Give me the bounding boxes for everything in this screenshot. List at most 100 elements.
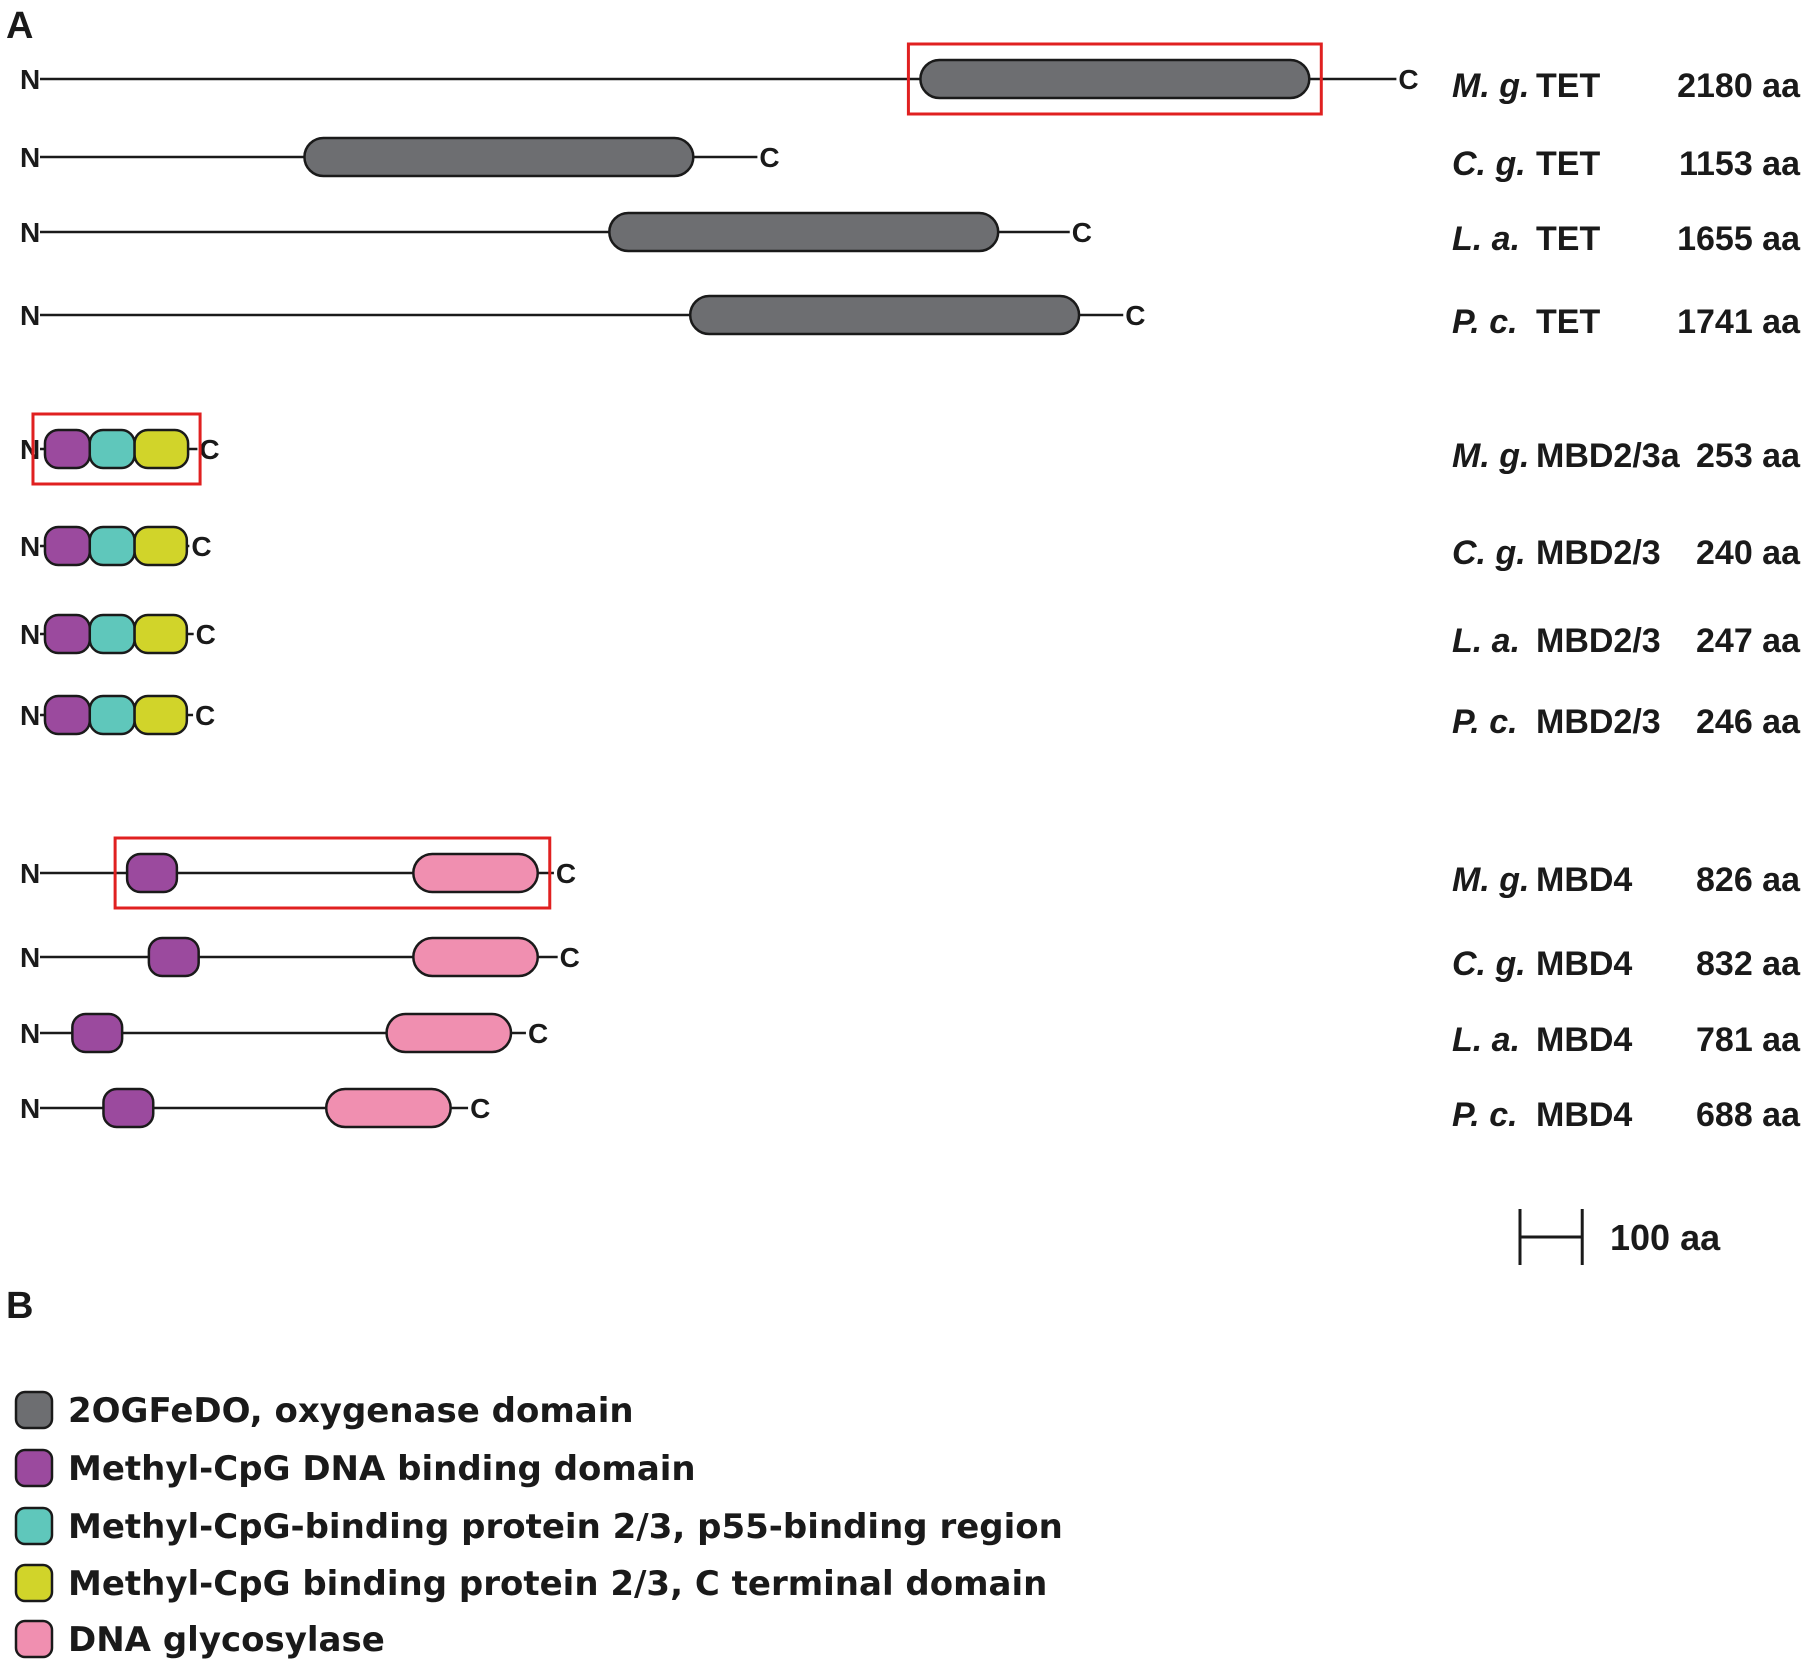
legend-label: DNA glycosylase bbox=[68, 1620, 385, 1660]
species-label: C. g. bbox=[1452, 945, 1526, 983]
cterm-domain bbox=[133, 694, 189, 736]
protein-length-label: 247 aa bbox=[1696, 622, 1801, 660]
scale-bar: 100 aa bbox=[1518, 1209, 1721, 1265]
glycosylase-domain bbox=[324, 1087, 452, 1129]
n-terminus-label: N bbox=[20, 300, 40, 331]
n-terminus-label: N bbox=[20, 619, 40, 650]
c-terminus-label: C bbox=[1398, 64, 1418, 95]
legend-item-oxygenase: 2OGFeDO, oxygenase domain bbox=[14, 1390, 634, 1431]
c-terminus-label: C bbox=[470, 1093, 490, 1124]
species-label: L. a. bbox=[1452, 622, 1520, 660]
protein-name-label: MBD4 bbox=[1536, 1021, 1632, 1059]
protein-length-label: 253 aa bbox=[1696, 437, 1801, 475]
panel-a-label: A bbox=[6, 5, 33, 47]
protein-name-label: TET bbox=[1536, 220, 1600, 258]
c-terminus-label: C bbox=[560, 942, 580, 973]
protein-name-label: TET bbox=[1536, 67, 1600, 105]
legend-item-glycosylase: DNA glycosylase bbox=[14, 1619, 385, 1660]
protein-name-label: MBD2/3 bbox=[1536, 703, 1661, 741]
highlight-box bbox=[906, 42, 1323, 116]
glycosylase-swatch-icon bbox=[14, 1619, 54, 1659]
protein-length-label: 688 aa bbox=[1696, 1096, 1801, 1134]
species-label: L. a. bbox=[1452, 1021, 1520, 1059]
mbd-domain bbox=[102, 1087, 155, 1129]
p55-domain bbox=[88, 613, 136, 655]
n-terminus-label: N bbox=[20, 1093, 40, 1124]
n-terminus-label: N bbox=[20, 700, 40, 731]
highlight-box bbox=[113, 836, 552, 910]
mbd-domain bbox=[71, 1012, 124, 1054]
p55-swatch-icon bbox=[14, 1506, 54, 1546]
legend-label: Methyl-CpG-binding protein 2/3, p55-bind… bbox=[68, 1507, 1063, 1547]
protein-row-p-c-tet: N C P. c. TET 1741 aa bbox=[20, 294, 1801, 341]
c-terminus-label: C bbox=[1125, 300, 1145, 331]
protein-name-label: MBD2/3 bbox=[1536, 534, 1661, 572]
protein-row-c-g-mbd2-3: N C C. g. MBD2/3 240 aa bbox=[20, 525, 1801, 572]
glycosylase-domain bbox=[412, 936, 540, 978]
species-label: P. c. bbox=[1452, 1096, 1518, 1134]
protein-name-label: TET bbox=[1536, 303, 1600, 341]
legend-item-cterm: Methyl-CpG binding protein 2/3, C termin… bbox=[14, 1563, 1047, 1604]
n-terminus-label: N bbox=[20, 1018, 40, 1049]
protein-row-l-a-mbd2-3: N C L. a. MBD2/3 247 aa bbox=[20, 613, 1801, 660]
mbd-domain bbox=[43, 694, 92, 736]
c-terminus-label: C bbox=[1072, 217, 1092, 248]
legend-label: 2OGFeDO, oxygenase domain bbox=[68, 1391, 634, 1431]
species-label: M. g. bbox=[1452, 437, 1529, 475]
c-terminus-label: C bbox=[195, 700, 215, 731]
mbd-domain bbox=[43, 428, 92, 470]
species-label: P. c. bbox=[1452, 703, 1518, 741]
mbd-domain bbox=[125, 852, 179, 894]
n-terminus-label: N bbox=[20, 64, 40, 95]
protein-length-label: 240 aa bbox=[1696, 534, 1801, 572]
protein-length-label: 1741 aa bbox=[1677, 303, 1801, 341]
species-label: P. c. bbox=[1452, 303, 1518, 341]
n-terminus-label: N bbox=[20, 858, 40, 889]
protein-name-label: MBD2/3 bbox=[1536, 622, 1661, 660]
mbd-domain bbox=[43, 525, 92, 567]
species-label: C. g. bbox=[1452, 145, 1526, 183]
c-terminus-label: C bbox=[191, 531, 211, 562]
protein-length-label: 832 aa bbox=[1696, 945, 1801, 983]
glycosylase-domain bbox=[412, 852, 540, 894]
c-terminus-label: C bbox=[759, 142, 779, 173]
species-label: M. g. bbox=[1452, 67, 1529, 105]
protein-name-label: TET bbox=[1536, 145, 1600, 183]
oxygenase-domain bbox=[303, 136, 695, 178]
c-terminus-label: C bbox=[196, 619, 216, 650]
mbd-domain bbox=[43, 613, 92, 655]
cterm-domain bbox=[133, 428, 190, 470]
mbd-domain bbox=[147, 936, 200, 978]
panel-b-label: B bbox=[6, 1285, 33, 1327]
species-label: C. g. bbox=[1452, 534, 1526, 572]
p55-domain bbox=[88, 428, 136, 470]
cterm-swatch-icon bbox=[14, 1563, 54, 1603]
protein-length-label: 781 aa bbox=[1696, 1021, 1801, 1059]
oxygenase-domain bbox=[919, 58, 1311, 100]
p55-domain bbox=[88, 525, 136, 567]
n-terminus-label: N bbox=[20, 531, 40, 562]
protein-length-label: 826 aa bbox=[1696, 861, 1801, 899]
n-terminus-label: N bbox=[20, 942, 40, 973]
species-label: L. a. bbox=[1452, 220, 1520, 258]
legend-item-mbd: Methyl-CpG DNA binding domain bbox=[14, 1448, 696, 1489]
glycosylase-domain bbox=[385, 1012, 513, 1054]
protein-name-label: MBD2/3a bbox=[1536, 437, 1681, 475]
oxygenase-swatch-icon bbox=[14, 1390, 54, 1430]
protein-name-label: MBD4 bbox=[1536, 861, 1632, 899]
protein-length-label: 1655 aa bbox=[1677, 220, 1801, 258]
legend-item-p55: Methyl-CpG-binding protein 2/3, p55-bind… bbox=[14, 1506, 1063, 1547]
scale-bar-label: 100 aa bbox=[1610, 1217, 1721, 1258]
legend-label: Methyl-CpG DNA binding domain bbox=[68, 1449, 696, 1489]
